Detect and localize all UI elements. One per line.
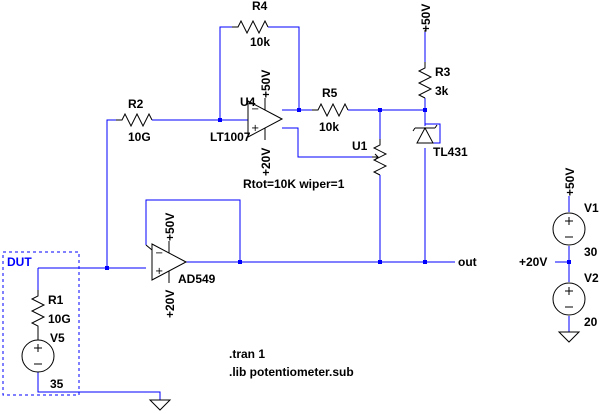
ground-icon-v2: [557, 331, 581, 343]
resistor-r5[interactable]: R5 10k: [312, 86, 349, 134]
v5-circle: [21, 339, 55, 373]
opamp-u4-supply-neg: +20V: [259, 148, 273, 176]
tl431-part: TL431: [433, 145, 468, 159]
potentiometer-u1-params: Rtot=10K wiper=1: [243, 177, 345, 191]
v1-circle: [552, 212, 586, 246]
ground-icon-dut: [148, 399, 172, 411]
opamp-u4-ref: U4: [240, 95, 256, 109]
resistor-r5-value: 10k: [319, 120, 339, 134]
resistor-r2-zigzag: [116, 112, 153, 128]
shunt-regulator-tl431[interactable]: TL431: [412, 124, 468, 159]
resistor-r4-ref: R4: [252, 0, 268, 13]
junction-out-c: [423, 260, 427, 264]
opamp-ad549-supply-pos: +50V: [163, 213, 177, 241]
opamp-ad549-plus: +: [155, 266, 163, 277]
opamp-u4-plus: +: [251, 123, 259, 134]
ground-icon: [557, 331, 581, 343]
wire-r4-right[interactable]: [268, 26, 300, 110]
v2-value: 20: [584, 315, 598, 329]
wires: [37, 26, 570, 400]
junction-dut: [105, 266, 109, 270]
potentiometer-u1-zigzag: [372, 139, 388, 176]
junction-out-b: [378, 260, 382, 264]
wire-ad549-feedback[interactable]: [145, 199, 241, 262]
directive-lib[interactable]: .lib potentiometer.sub: [229, 365, 354, 379]
potentiometer-u1[interactable]: U1 Rtot=10K wiper=1: [243, 139, 388, 191]
resistor-r2-ref: R2: [128, 97, 144, 111]
dut-box: [2, 251, 80, 396]
opamp-u4[interactable]: − + U4 LT1007 +50V +20V: [210, 70, 284, 176]
resistor-r2-value: 10G: [128, 130, 151, 144]
v1-plus-sign: [565, 217, 573, 225]
resistor-r4-value: 10k: [250, 35, 270, 49]
opamp-u4-supply-pos: +50V: [259, 70, 273, 98]
v2-ref: V2: [584, 271, 599, 285]
opamp-ad549-supply-neg: +20V: [163, 290, 177, 318]
v1-ref: V1: [584, 201, 599, 215]
wire-dut-node[interactable]: [106, 119, 116, 268]
directive-tran[interactable]: .tran 1: [229, 347, 265, 361]
resistor-r3[interactable]: R3 3k: [417, 62, 451, 99]
resistor-r2[interactable]: R2 10G: [116, 97, 153, 144]
v1-value: 30: [584, 245, 598, 259]
v2-plus-sign: [565, 287, 573, 295]
net-label-20v: +20V: [519, 255, 547, 269]
opamp-ad549[interactable]: − + AD549 +50V +20V: [145, 213, 216, 318]
v5-value: 35: [50, 377, 64, 391]
junctions: [105, 108, 571, 270]
opamp-ad549-ref: AD549: [178, 272, 216, 286]
resistor-r1[interactable]: R1 10G: [30, 290, 71, 340]
wire-r5-to-u1[interactable]: [348, 109, 381, 139]
voltage-source-v2[interactable]: V2 20: [552, 271, 599, 329]
wire-r4-left[interactable]: [219, 26, 232, 120]
junction-out-a: [238, 260, 242, 264]
opamp-ad549-fb-pin: [145, 244, 153, 251]
wire-tl431-ref[interactable]: [425, 123, 441, 144]
net-label-out: out: [458, 255, 477, 269]
resistor-r5-zigzag: [312, 102, 349, 118]
wire-wiper-to-u4[interactable]: [282, 127, 372, 158]
potentiometer-u1-wiper-arrow: [372, 153, 379, 161]
tl431-triangle: [416, 126, 434, 144]
resistor-r1-zigzag: [30, 290, 46, 340]
ground-icon: [148, 399, 172, 411]
junction-r5-right: [378, 108, 382, 112]
v5-plus-sign: [34, 344, 42, 352]
junction-r4-left: [218, 118, 222, 122]
v2-circle: [552, 282, 586, 316]
wire-v5-bottom[interactable]: [37, 372, 161, 400]
resistor-r4[interactable]: R4 10k: [232, 0, 270, 49]
v5-ref: V5: [50, 331, 65, 345]
resistor-r3-value: 3k: [435, 84, 449, 98]
resistor-r3-zigzag: [417, 62, 433, 99]
dut-label: DUT: [7, 255, 32, 269]
potentiometer-u1-ref: U1: [352, 139, 368, 153]
resistor-r1-value: 10G: [48, 312, 71, 326]
junction-v1-v2: [567, 260, 571, 264]
r3-supply-label: +50V: [419, 4, 433, 32]
voltage-source-v1[interactable]: V1 30: [552, 201, 599, 259]
junction-tl431-top: [423, 108, 427, 112]
v1-supply-label: +50V: [563, 168, 577, 196]
voltage-source-v5[interactable]: V5 35: [21, 331, 65, 391]
tl431-cathode-bar: [412, 124, 438, 132]
opamp-ad549-minus: −: [155, 248, 163, 259]
resistor-r3-ref: R3: [435, 65, 451, 79]
opamp-u4-minus: −: [251, 104, 259, 115]
resistor-r5-ref: R5: [322, 86, 338, 100]
opamp-u4-part: LT1007: [210, 130, 251, 144]
junction-r4-right: [297, 108, 301, 112]
resistor-r1-ref: R1: [48, 293, 64, 307]
resistor-r4-zigzag: [232, 19, 269, 35]
